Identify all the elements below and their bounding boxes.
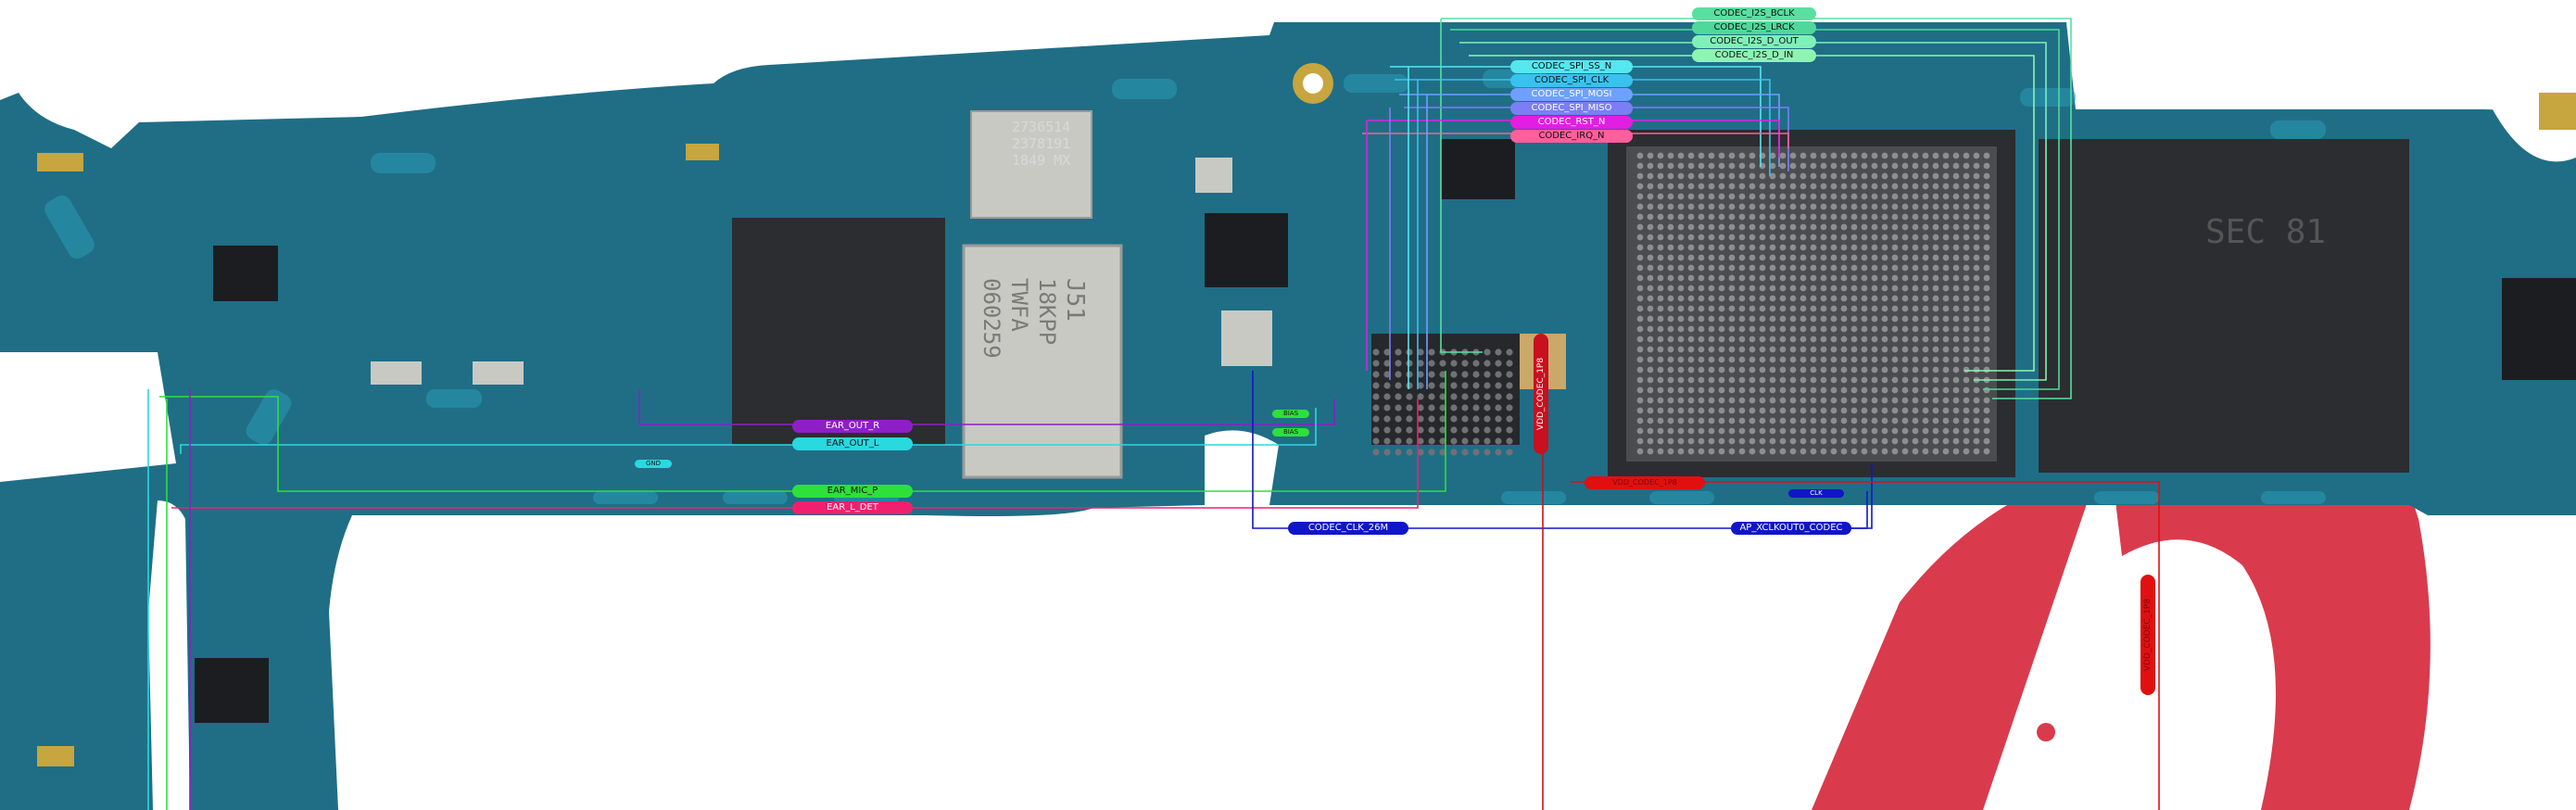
label-codec-spi-clk: CODEC_SPI_CLK: [1510, 74, 1633, 87]
label-small-blue: CLK: [1788, 489, 1844, 498]
shield-mark-3: TWFA: [1006, 278, 1032, 332]
label-codec-spi-ss-n: CODEC_SPI_SS_N: [1510, 60, 1633, 73]
label-ear-mic-p: EAR_MIC_P: [792, 485, 913, 498]
pmic-mark-3: 1849 MX: [1012, 152, 1070, 169]
shield-mark-1: J51: [1061, 278, 1089, 322]
label-small-cyan: GND: [635, 460, 672, 468]
pmic-mark-2: 2378191: [1012, 135, 1070, 152]
sec-chip-mark: SEC 81: [2205, 213, 2326, 251]
label-codec-spi-mosi: CODEC_SPI_MOSI: [1510, 88, 1633, 101]
label-red-vertical-text: VDD_CODEC_1P8: [2143, 598, 2153, 672]
label-small-green-b: BIAS: [1272, 428, 1309, 437]
pmic-mark-1: 2736514: [1012, 119, 1070, 135]
label-codec-i2s-d-out: CODEC_I2S_D_OUT: [1692, 35, 1816, 48]
label-red-h: VDD_CODEC_1P8: [1585, 476, 1705, 489]
chip-markings: 2736514 2378191 1849 MX J51 18KPP TWFA 0…: [979, 119, 2326, 359]
label-codec-i2s-bclk: CODEC_I2S_BCLK: [1692, 7, 1816, 20]
shield-mark-2: 18KPP: [1034, 278, 1060, 345]
label-codec-i2s-d-in: CODEC_I2S_D_IN: [1692, 49, 1816, 62]
label-codec-irq-n: CODEC_IRQ_N: [1510, 130, 1633, 143]
label-ear-out-r: EAR_OUT_R: [792, 420, 913, 433]
label-vdd-codec-vertical-text: VDD_CODEC_1P8: [1536, 357, 1546, 431]
label-red-vertical: VDD_CODEC_1P8: [2140, 575, 2155, 695]
label-codec-i2s-lrck: CODEC_I2S_LRCK: [1692, 21, 1816, 34]
bga-ball-grid: [1372, 152, 1990, 456]
label-ear-l-det: EAR_L_DET: [792, 501, 913, 514]
label-codec-clk-26m: CODEC_CLK_26M: [1288, 522, 1408, 535]
label-codec-spi-miso: CODEC_SPI_MISO: [1510, 102, 1633, 115]
label-vdd-codec-vertical: VDD_CODEC_1P8: [1534, 334, 1548, 454]
label-ear-out-l: EAR_OUT_L: [792, 437, 913, 450]
label-small-green-a: BIAS: [1272, 410, 1309, 418]
label-codec-rst-n: CODEC_RST_N: [1510, 116, 1633, 129]
shield-mark-4: 060259: [979, 278, 1004, 359]
label-ap-xclkout0-codec: AP_XCLKOUT0_CODEC: [1731, 522, 1851, 535]
